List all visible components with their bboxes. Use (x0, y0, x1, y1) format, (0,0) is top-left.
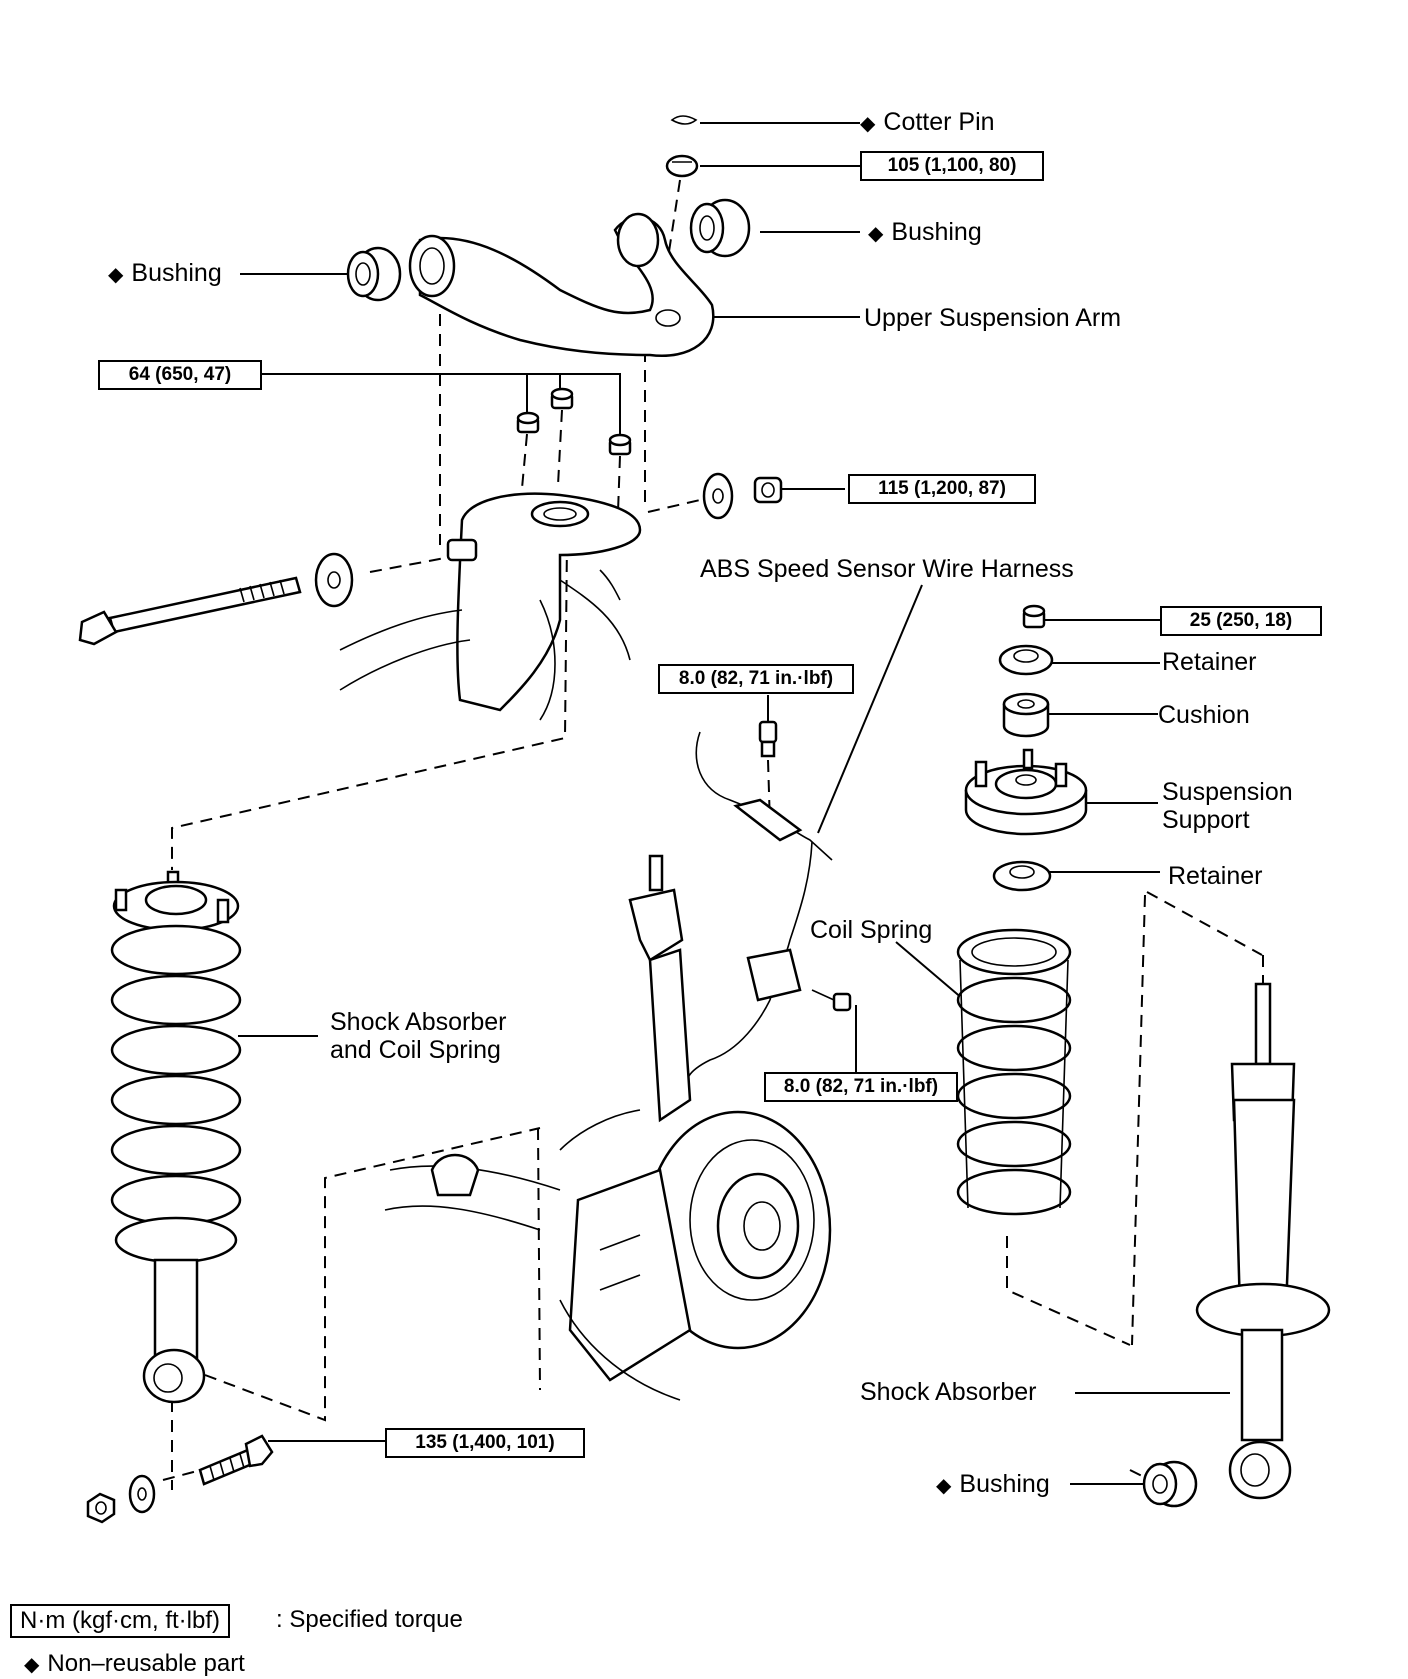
torque-box-115: 115 (1,200, 87) (848, 474, 1036, 504)
bushing-top-left-label: Bushing (108, 259, 221, 289)
torque-box-8-bottom: 8.0 (82, 71 in.·lbf) (764, 1072, 958, 1102)
retainer-bottom-icon (992, 860, 1052, 892)
retainer-top-icon (998, 644, 1054, 676)
lower-bolt-icon (198, 1434, 274, 1486)
legend-torque-unit: N·m (kgf·cm, ft·lbf) (10, 1604, 230, 1638)
bushing-right-icon (689, 198, 751, 258)
shock-absorber-icon (1195, 982, 1331, 1500)
cushion-icon (1002, 692, 1050, 738)
leader-lines (238, 122, 1230, 1485)
upper-suspension-arm-label: Upper Suspension Arm (864, 304, 1122, 332)
washer-left-icon (314, 552, 354, 608)
bushing-top-right-label: Bushing (868, 218, 981, 248)
legend-torque-desc: : Specified torque (276, 1606, 463, 1633)
shock-absorber-label: Shock Absorber (860, 1378, 1037, 1406)
washer-right-icon (702, 472, 734, 520)
shock-coil-assembly-icon (110, 870, 242, 1404)
cotter-pin-label: Cotter Pin (860, 108, 994, 138)
brake-disc-hub-icon (568, 1110, 832, 1382)
suspension-support-icon (964, 748, 1088, 836)
torque-box-135: 135 (1,400, 101) (385, 1428, 585, 1458)
legend-non-reusable-text: Non–reusable part (47, 1650, 245, 1677)
abs-harness-icon (685, 720, 833, 1101)
bushing-bottom-label: Bushing (936, 1470, 1049, 1500)
retainer-bottom-label: Retainer (1168, 862, 1263, 890)
bushing-left-icon (346, 246, 402, 302)
shock-and-coil-label: Shock Absorber and Coil Spring (330, 1008, 507, 1064)
lower-nut-icon (86, 1492, 116, 1524)
long-bolt-icon (78, 576, 302, 646)
suspension-support-label: Suspension Support (1162, 778, 1293, 834)
legend-non-reusable: ◆ Non–reusable part (24, 1650, 245, 1679)
lower-washer-icon (128, 1474, 156, 1514)
abs-harness-label: ABS Speed Sensor Wire Harness (700, 555, 1074, 583)
abs-sensor-bracket-icon (746, 948, 852, 1012)
retainer-top-label: Retainer (1162, 648, 1257, 676)
steering-knuckle-icon (559, 854, 692, 1151)
coil-spring-label: Coil Spring (810, 916, 933, 944)
diamond-icon: ◆ (24, 1654, 40, 1676)
top-nut-icon (1022, 604, 1046, 629)
cotter-pin-icon (670, 115, 698, 125)
bushing-bottom-icon (1142, 1460, 1198, 1508)
lower-arm-icon (384, 1153, 681, 1401)
frame-bracket-icon (339, 492, 642, 721)
coil-spring-icon (956, 928, 1072, 1216)
torque-box-64: 64 (650, 47) (98, 360, 262, 390)
nut-115-icon (753, 476, 783, 504)
torque-box-105: 105 (1,100, 80) (860, 151, 1044, 181)
torque-box-25: 25 (250, 18) (1160, 606, 1322, 636)
upper-suspension-arm-icon (408, 212, 715, 358)
castle-nut-icon (665, 154, 699, 178)
cushion-label: Cushion (1158, 701, 1250, 729)
torque-box-8-top: 8.0 (82, 71 in.·lbf) (658, 664, 854, 694)
